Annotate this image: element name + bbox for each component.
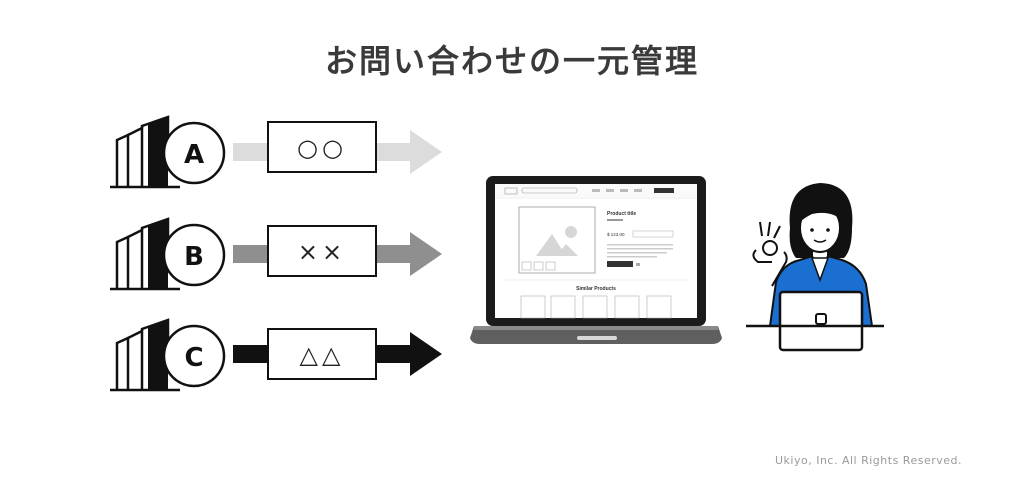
mock-similar-products: Similar Products (576, 286, 616, 292)
operator-illustration (746, 183, 884, 352)
channel-symbol-b: ×× (298, 238, 346, 266)
building-shadow (148, 117, 168, 187)
page-title: お問い合わせの一元管理 (324, 42, 699, 80)
company-letter-b: B (184, 242, 204, 272)
channel-symbol-a: ○○ (297, 134, 347, 162)
company-badge (162, 223, 226, 287)
channel-c: C △△ (110, 318, 442, 392)
laptop-screen (495, 184, 697, 318)
building-icon (110, 115, 180, 189)
laptop-logo-icon (815, 313, 827, 325)
channel-box-a (267, 121, 377, 173)
image-placeholder (518, 206, 596, 274)
channel-a: A ○○ (110, 115, 442, 189)
copyright-notice: Ukiyo, Inc. All Rights Reserved. (775, 454, 962, 467)
company-badge (162, 121, 226, 185)
company-letter-a: A (184, 140, 204, 170)
building-shadow (148, 219, 168, 289)
laptop-notch (577, 336, 617, 340)
channel-symbol-c: △△ (300, 341, 345, 369)
channel-box-c (267, 328, 377, 380)
mock-product-title: Product title (607, 211, 636, 217)
channel-b: B ×× (110, 217, 442, 291)
mock-price: $ 123.00 (607, 232, 625, 237)
building-shadow (148, 320, 168, 390)
laptop-illustration: Product title $ 123.00 Similar Products (470, 176, 722, 344)
company-badge (162, 324, 226, 388)
operator-laptop (778, 290, 864, 352)
company-letter-c: C (184, 343, 203, 373)
channel-box-b (267, 225, 377, 277)
ok-hand-icon (752, 221, 788, 287)
screen-webpage-mockup: Product title $ 123.00 Similar Products (495, 184, 697, 319)
laptop-base (470, 326, 722, 344)
